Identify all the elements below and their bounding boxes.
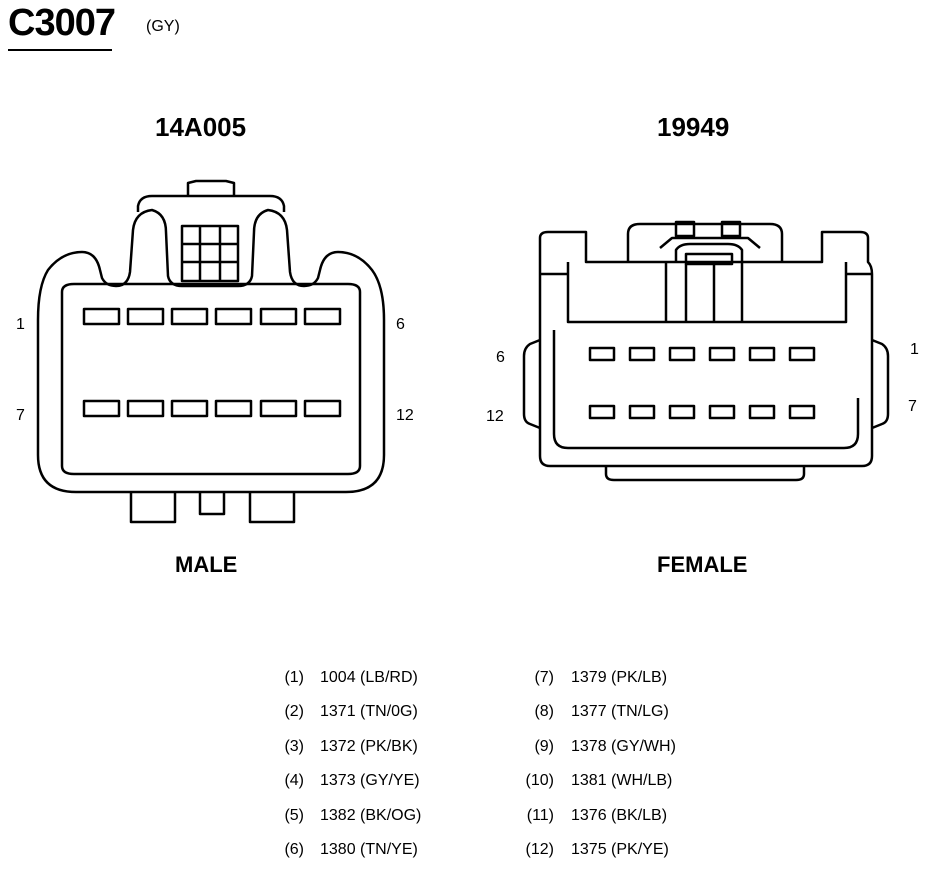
legend-circuit: 1381 (WH/LB) (571, 772, 673, 789)
legend-circuit: 1382 (BK/OG) (320, 807, 422, 824)
female-pin-label-bottom-left: 12 (486, 408, 504, 425)
legend-pin-number: (9) (534, 738, 554, 755)
male-label: MALE (175, 552, 238, 577)
legend-pin-number: (8) (534, 703, 554, 720)
male-pin-label-bottom-right: 12 (396, 407, 414, 424)
male-pin-label-bottom-left: 7 (16, 407, 25, 424)
legend-pin-number: (12) (525, 841, 554, 858)
male-terminals (82, 307, 342, 418)
male-pin-label-top-left: 1 (16, 316, 25, 333)
female-pin-label-top-left: 6 (496, 349, 505, 366)
female-pin-label-top-right: 1 (910, 341, 919, 358)
connector-id: C3007 (8, 2, 116, 44)
legend-circuit: 1380 (TN/YE) (320, 841, 418, 858)
legend-circuit: 1376 (BK/LB) (571, 807, 668, 824)
legend-pin-number: (2) (284, 703, 304, 720)
male-pin-label-top-right: 6 (396, 316, 405, 333)
legend-pin-number: (4) (284, 772, 304, 789)
title-underline (8, 49, 112, 51)
legend-pin-number: (1) (284, 669, 304, 686)
legend-circuit: 1375 (PK/YE) (571, 841, 669, 858)
legend-circuit: 1379 (PK/LB) (571, 669, 668, 686)
legend-pin-number: (6) (284, 841, 304, 858)
legend-pin-number: (3) (284, 738, 304, 755)
female-pin-label-bottom-right: 7 (908, 398, 917, 415)
legend-circuit: 1371 (TN/0G) (320, 703, 418, 720)
legend-pin-number: (11) (526, 807, 554, 824)
legend-pin-number: (10) (525, 772, 554, 789)
female-terminals (588, 346, 816, 420)
legend-circuit: 1373 (GY/YE) (320, 772, 420, 789)
male-part-number: 14A005 (155, 112, 247, 142)
female-connector-outline (522, 220, 890, 482)
male-connector-outline (36, 179, 386, 524)
female-part-number: 19949 (657, 112, 730, 142)
legend-pin-number: (5) (284, 807, 304, 824)
legend-circuit: 1377 (TN/LG) (571, 703, 669, 720)
legend-circuit: 1378 (GY/WH) (571, 738, 676, 755)
legend-circuit: 1004 (LB/RD) (320, 669, 418, 686)
legend-circuit: 1372 (PK/BK) (320, 738, 418, 755)
female-label: FEMALE (657, 552, 748, 577)
connector-color: (GY) (146, 18, 180, 35)
legend-pin-number: (7) (534, 669, 554, 686)
